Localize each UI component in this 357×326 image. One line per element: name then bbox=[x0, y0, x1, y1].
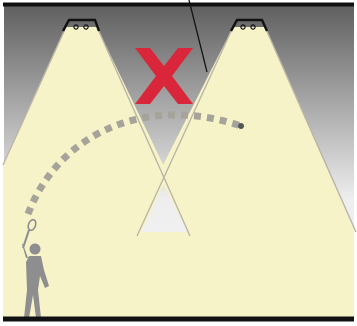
mount-cable bbox=[188, 0, 208, 73]
right-light-beam bbox=[158, 27, 354, 235]
player-silhouette-icon bbox=[22, 218, 49, 318]
ceiling-light-icon bbox=[229, 18, 269, 32]
cross-mark-icon bbox=[135, 48, 193, 104]
floor-light bbox=[3, 232, 354, 320]
left-light-beam bbox=[3, 27, 168, 235]
beam-edges bbox=[2, 26, 357, 237]
ceiling-light-icon bbox=[61, 18, 101, 32]
shuttlecock-icon bbox=[238, 123, 244, 129]
